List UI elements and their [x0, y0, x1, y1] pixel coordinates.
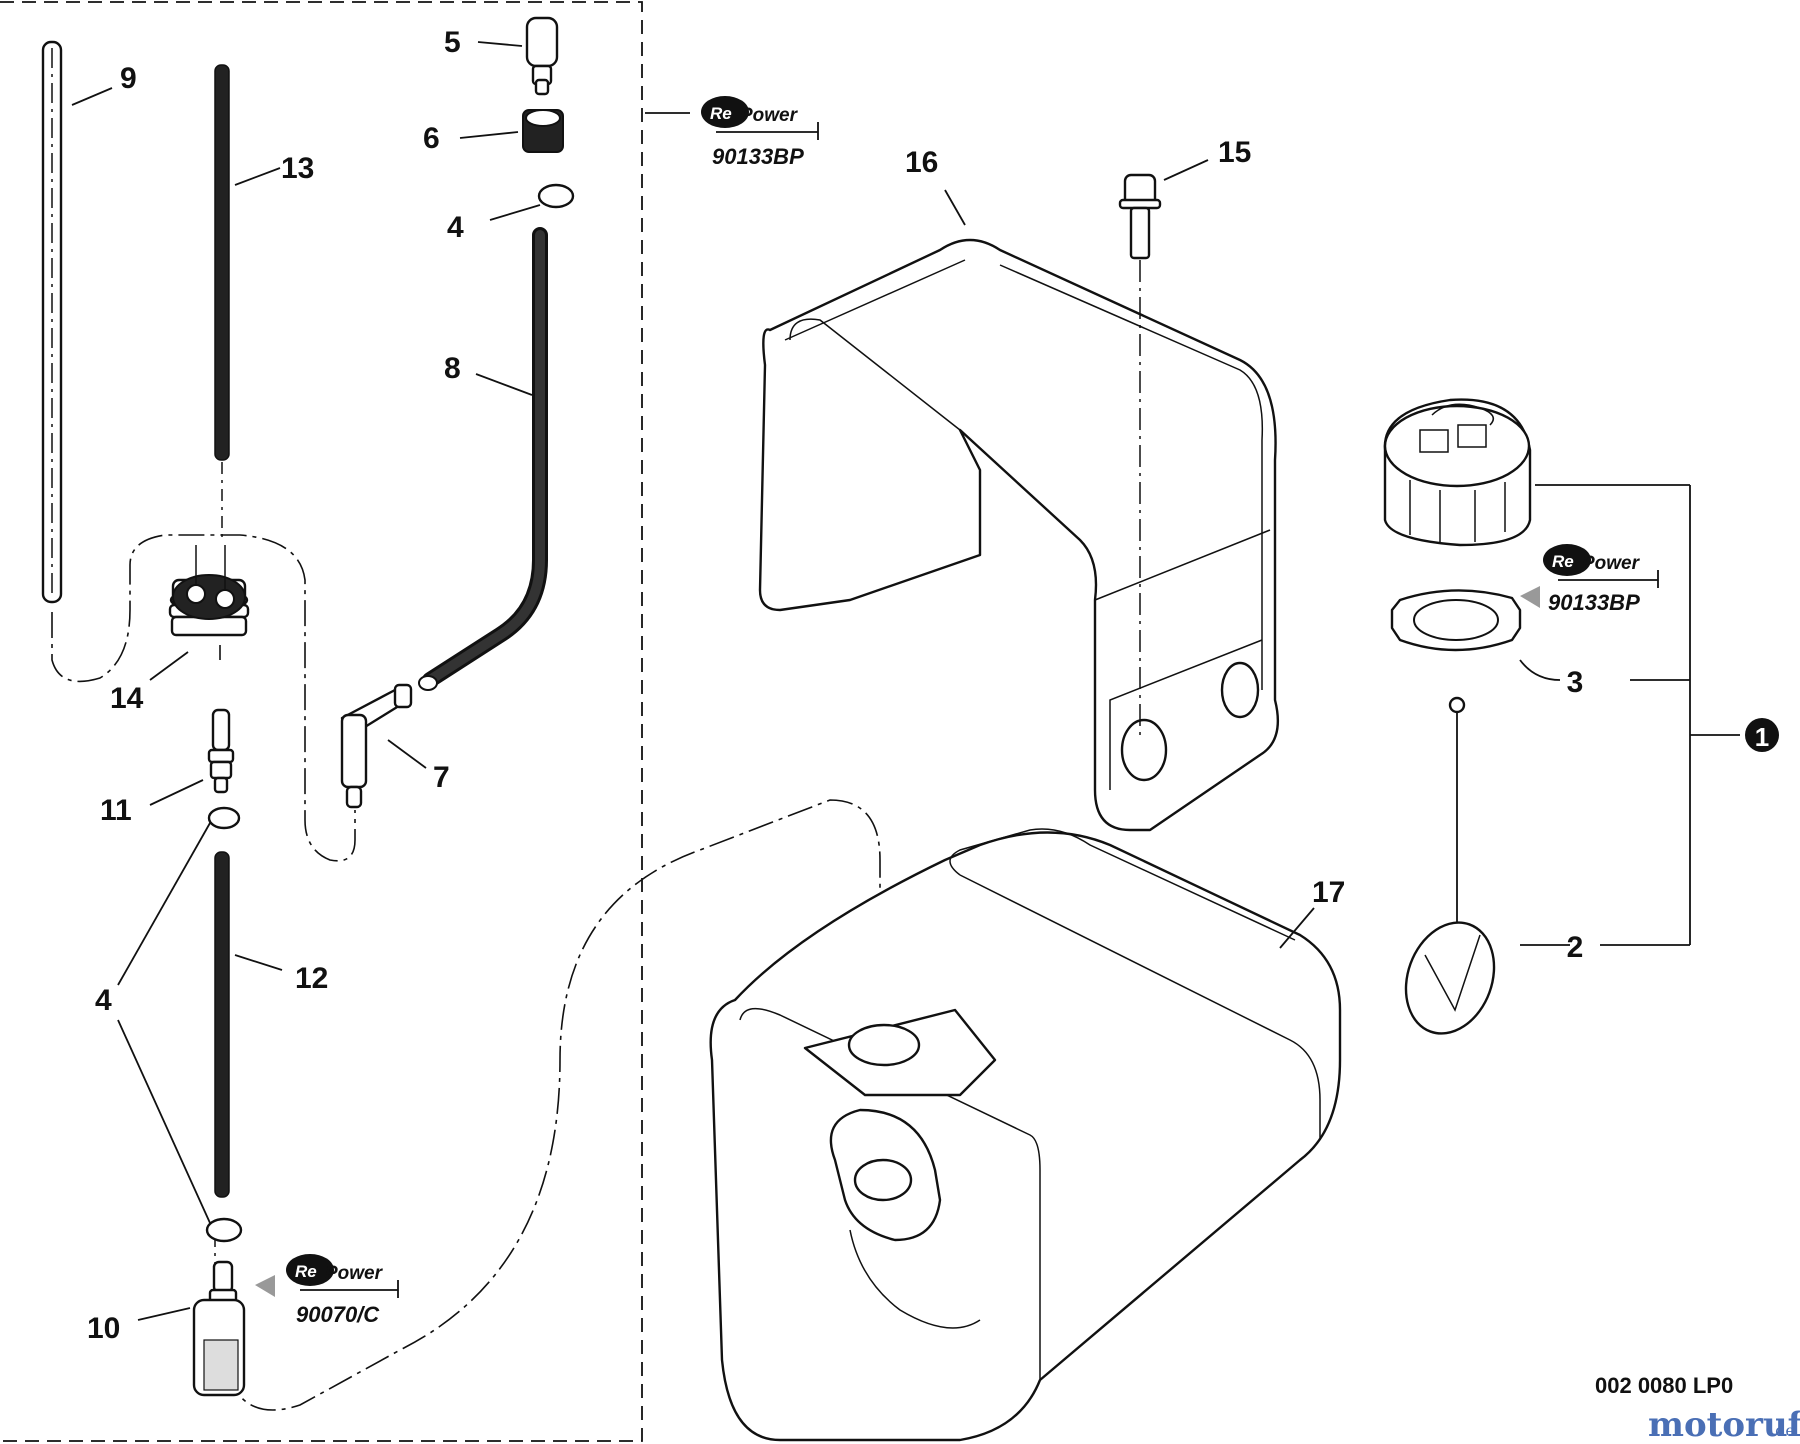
watermark-tld: .de [1770, 1421, 1795, 1440]
callout-16: 16 [905, 146, 938, 179]
callout-9: 9 [120, 62, 137, 95]
callout-2: 2 [1567, 931, 1584, 964]
kit-boundary [0, 1, 690, 1442]
part-10-filter [137, 1260, 246, 1397]
callout-12: 12 [295, 962, 328, 995]
repower-word: Power [325, 1263, 384, 1284]
part-4-rings [117, 183, 575, 1243]
part-11-fitting [149, 708, 235, 806]
part-16-bracket [758, 189, 1279, 832]
callout-6: 6 [423, 122, 440, 155]
callout-5: 5 [444, 26, 461, 59]
part-13-tube [214, 64, 281, 540]
repower-re: Re [1552, 552, 1574, 571]
part-1-bracket: 1 [1689, 485, 1779, 945]
callout-8: 8 [444, 352, 461, 385]
callout-3: 3 [1567, 666, 1584, 699]
part-12-tube [214, 851, 283, 1198]
callout-15: 15 [1218, 136, 1251, 169]
part-9-tube [41, 40, 113, 604]
repower-code-2: 90133BP [1548, 590, 1640, 615]
part-17-tank [709, 828, 1342, 1442]
callout-1: 1 [1755, 722, 1769, 752]
repower-code-3: 90070/C [296, 1302, 380, 1327]
repower-word: Power [1582, 553, 1641, 574]
part-6-nut [459, 109, 564, 153]
watermark: motoruf .de [1648, 1405, 1800, 1444]
callout-labels: 3 2 4 4 5 6 7 8 9 10 11 12 13 14 15 16 1… [87, 26, 1583, 1345]
repower-word: Power [740, 105, 799, 126]
part-5-fitting [477, 16, 559, 96]
callout-14: 14 [110, 682, 144, 715]
callout-7: 7 [433, 761, 450, 794]
part-1-cap [1383, 398, 1690, 547]
watermark-name: motoruf [1648, 1405, 1800, 1444]
callout-10: 10 [87, 1312, 120, 1345]
repower-re: Re [295, 1262, 317, 1281]
part-8-hose [418, 227, 548, 691]
part-15-screw [1118, 159, 1209, 740]
part-2-strap [1404, 696, 1690, 1035]
callout-11: 11 [100, 794, 132, 827]
repower-logo-bottom: Re Power 90070/C [255, 1254, 399, 1327]
repower-code-1: 90133BP [712, 144, 804, 169]
drawing-number: 002 0080 LP0 [1595, 1373, 1733, 1398]
part-7-elbow [340, 683, 427, 809]
callout-4b: 4 [447, 211, 464, 244]
callout-17: 17 [1312, 876, 1345, 909]
repower-re: Re [710, 104, 732, 123]
part-14-grommet [149, 545, 250, 681]
part-3-gasket [1390, 589, 1690, 681]
callout-4a: 4 [95, 984, 112, 1017]
repower-logo-top: Re Power 90133BP [701, 96, 819, 169]
repower-logo-right: Re Power 90133BP [1520, 544, 1659, 615]
callout-13: 13 [281, 152, 314, 185]
